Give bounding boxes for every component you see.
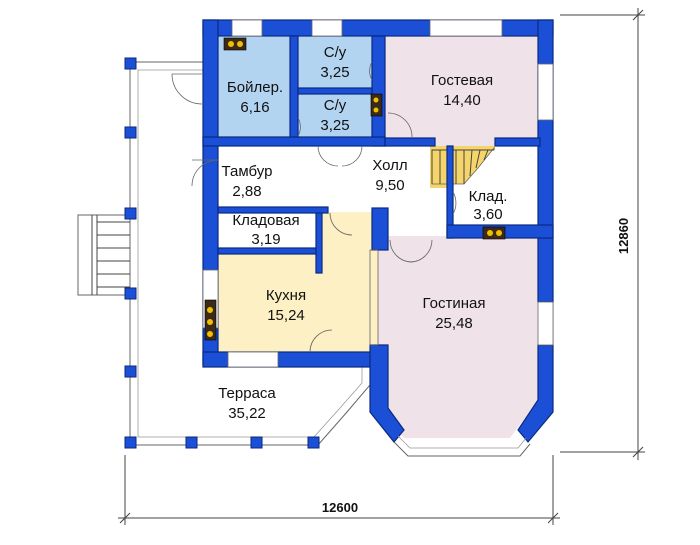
dimension-lines	[118, 8, 645, 525]
living-room	[378, 236, 538, 438]
terrace-column	[124, 126, 137, 139]
equipment	[204, 37, 506, 341]
terrace-column	[124, 365, 137, 378]
windows	[202, 19, 554, 368]
bathroom-2-name: С/у	[324, 97, 347, 114]
boiler-room-name: Бойлер.	[227, 79, 283, 96]
hall-area: 9,50	[375, 177, 404, 194]
small-pantry-area: 3,60	[473, 206, 502, 223]
terrace-column	[124, 57, 137, 70]
bathroom-2-area: 3,25	[320, 117, 349, 134]
pantry-area: 3,19	[251, 231, 280, 248]
terrace-name: Терраса	[218, 385, 276, 402]
pantry-cell	[218, 212, 318, 252]
guest-room-area: 14,40	[443, 92, 481, 109]
vestibule-name: Тамбур	[222, 163, 273, 180]
bathroom-1	[298, 36, 372, 90]
terrace-steps	[77, 214, 131, 296]
bathroom-1-name: С/у	[324, 44, 347, 61]
pantry-name: Кладовая	[232, 212, 299, 229]
terrace-column	[124, 287, 137, 300]
boiler-icon	[223, 37, 247, 51]
boiler-room	[218, 36, 292, 138]
height-dimension: 12860	[616, 218, 631, 254]
kitchen-name: Кухня	[266, 287, 306, 304]
hall-name: Холл	[372, 157, 407, 174]
guest-room	[385, 36, 538, 146]
terrace-area-value: 35,22	[228, 405, 266, 422]
living-room-area: 25,48	[435, 315, 473, 332]
guest-room-name: Гостевая	[431, 72, 493, 89]
small-pantry-name: Клад.	[469, 188, 508, 205]
room-labels: Бойлер. 6,16 С/у 3,25 С/у 3,25 Гостевая …	[218, 44, 507, 422]
vestibule-area: 2,88	[232, 183, 261, 200]
doors	[191, 61, 457, 353]
terrace-column	[124, 436, 137, 449]
kitchen-area: 15,24	[267, 307, 305, 324]
terrace-column	[124, 207, 137, 220]
width-dimension: 12600	[322, 500, 358, 515]
boiler-room-area: 6,16	[240, 99, 269, 116]
sink-icon	[370, 93, 383, 117]
fireplace-icon	[482, 226, 506, 240]
bathroom-2	[298, 92, 372, 138]
terrace-column	[185, 436, 198, 449]
bathroom-1-area: 3,25	[320, 64, 349, 81]
terrace-column	[307, 436, 320, 449]
terrace-column	[250, 436, 263, 449]
living-room-name: Гостиная	[423, 295, 486, 312]
vestibule-cell	[218, 146, 278, 208]
